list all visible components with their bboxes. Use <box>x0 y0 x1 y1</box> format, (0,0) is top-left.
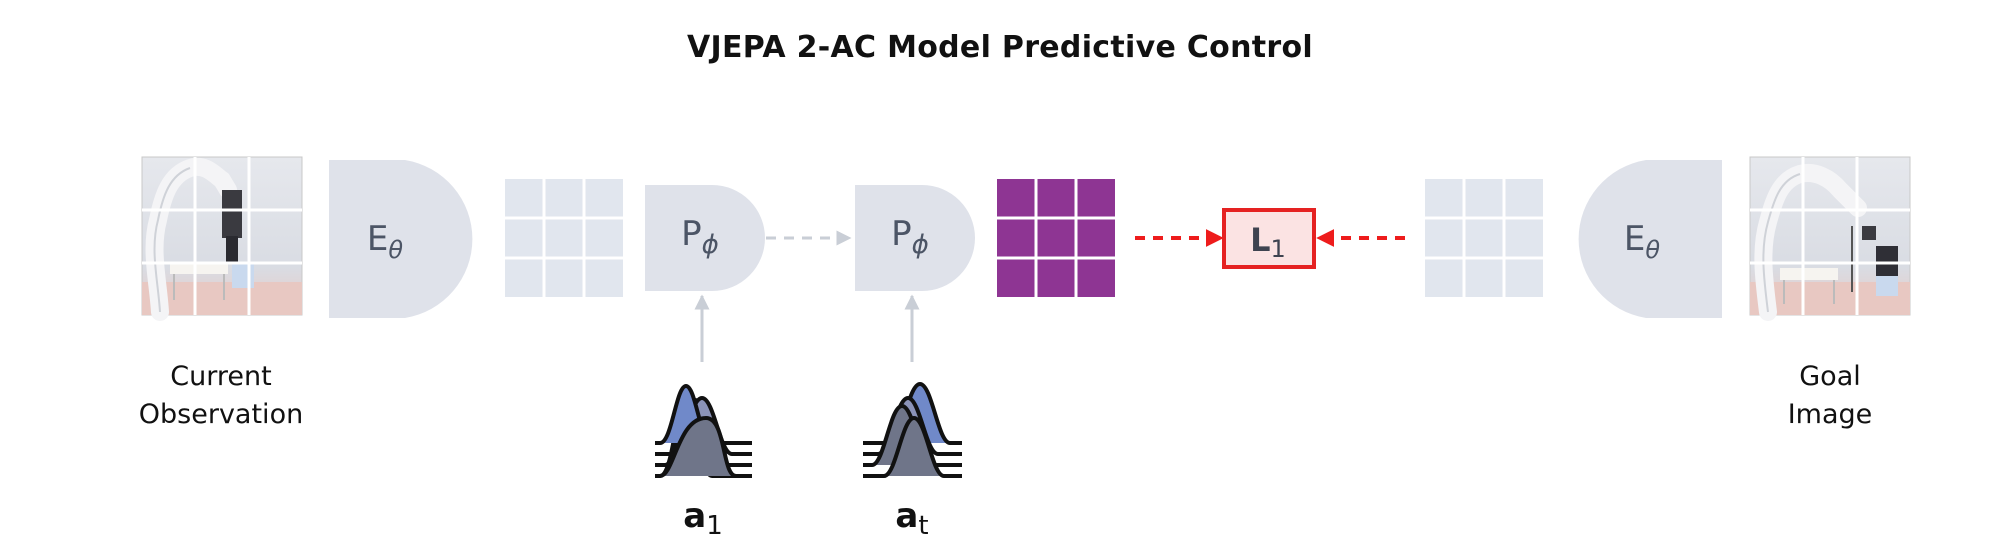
action-t-subscript: t <box>918 511 928 541</box>
predictor-1-symbol: P <box>681 214 702 254</box>
goal-caption-line1: Goal <box>1799 361 1861 392</box>
predicted-embedding-grid <box>997 179 1115 297</box>
loss-box <box>1222 208 1316 269</box>
predictor-t-subscript: ϕ <box>912 230 929 260</box>
current-observation-caption: Current Observation <box>110 358 332 434</box>
predictor-1-label: Pϕ <box>681 214 719 260</box>
context-embedding-grid <box>505 179 623 297</box>
predictor-1-subscript: ϕ <box>702 230 719 260</box>
encoder-right-block <box>1578 160 1722 318</box>
loss-label: L1 <box>1250 221 1286 263</box>
current-caption-line1: Current <box>170 361 272 392</box>
diagram-title: VJEPA 2-AC Model Predictive Control <box>687 30 1313 65</box>
goal-caption-line2: Image <box>1787 399 1873 430</box>
goal-image-caption: Goal Image <box>1740 358 1920 434</box>
encoder-right-label: Eθ <box>1624 219 1660 264</box>
encoder-left-symbol: E <box>367 219 388 259</box>
encoder-left-subscript: θ <box>388 236 403 264</box>
predictor-t-label: Pϕ <box>891 214 929 260</box>
action-1-symbol: a <box>683 496 706 536</box>
predictor-t-symbol: P <box>891 214 912 254</box>
encoder-left-block <box>329 160 473 318</box>
action-1-subscript: 1 <box>706 511 723 541</box>
goal-image <box>1749 156 1911 321</box>
current-caption-line2: Observation <box>138 399 304 430</box>
action-t-label: at <box>895 496 928 541</box>
current-observation-image <box>141 156 303 321</box>
encoder-right-symbol: E <box>1624 219 1645 259</box>
goal-embedding-grid <box>1425 179 1543 297</box>
action-1-distribution-icon <box>655 384 752 478</box>
action-t-distribution-icon <box>863 382 962 478</box>
loss-symbol: L <box>1250 221 1270 259</box>
encoder-right-subscript: θ <box>1645 236 1660 264</box>
predictor-t-block <box>855 185 975 291</box>
action-1-label: a1 <box>683 496 723 541</box>
encoder-left-label: Eθ <box>367 219 403 264</box>
action-t-symbol: a <box>895 496 918 536</box>
loss-subscript: 1 <box>1271 235 1286 263</box>
predictor-1-block <box>645 185 765 291</box>
